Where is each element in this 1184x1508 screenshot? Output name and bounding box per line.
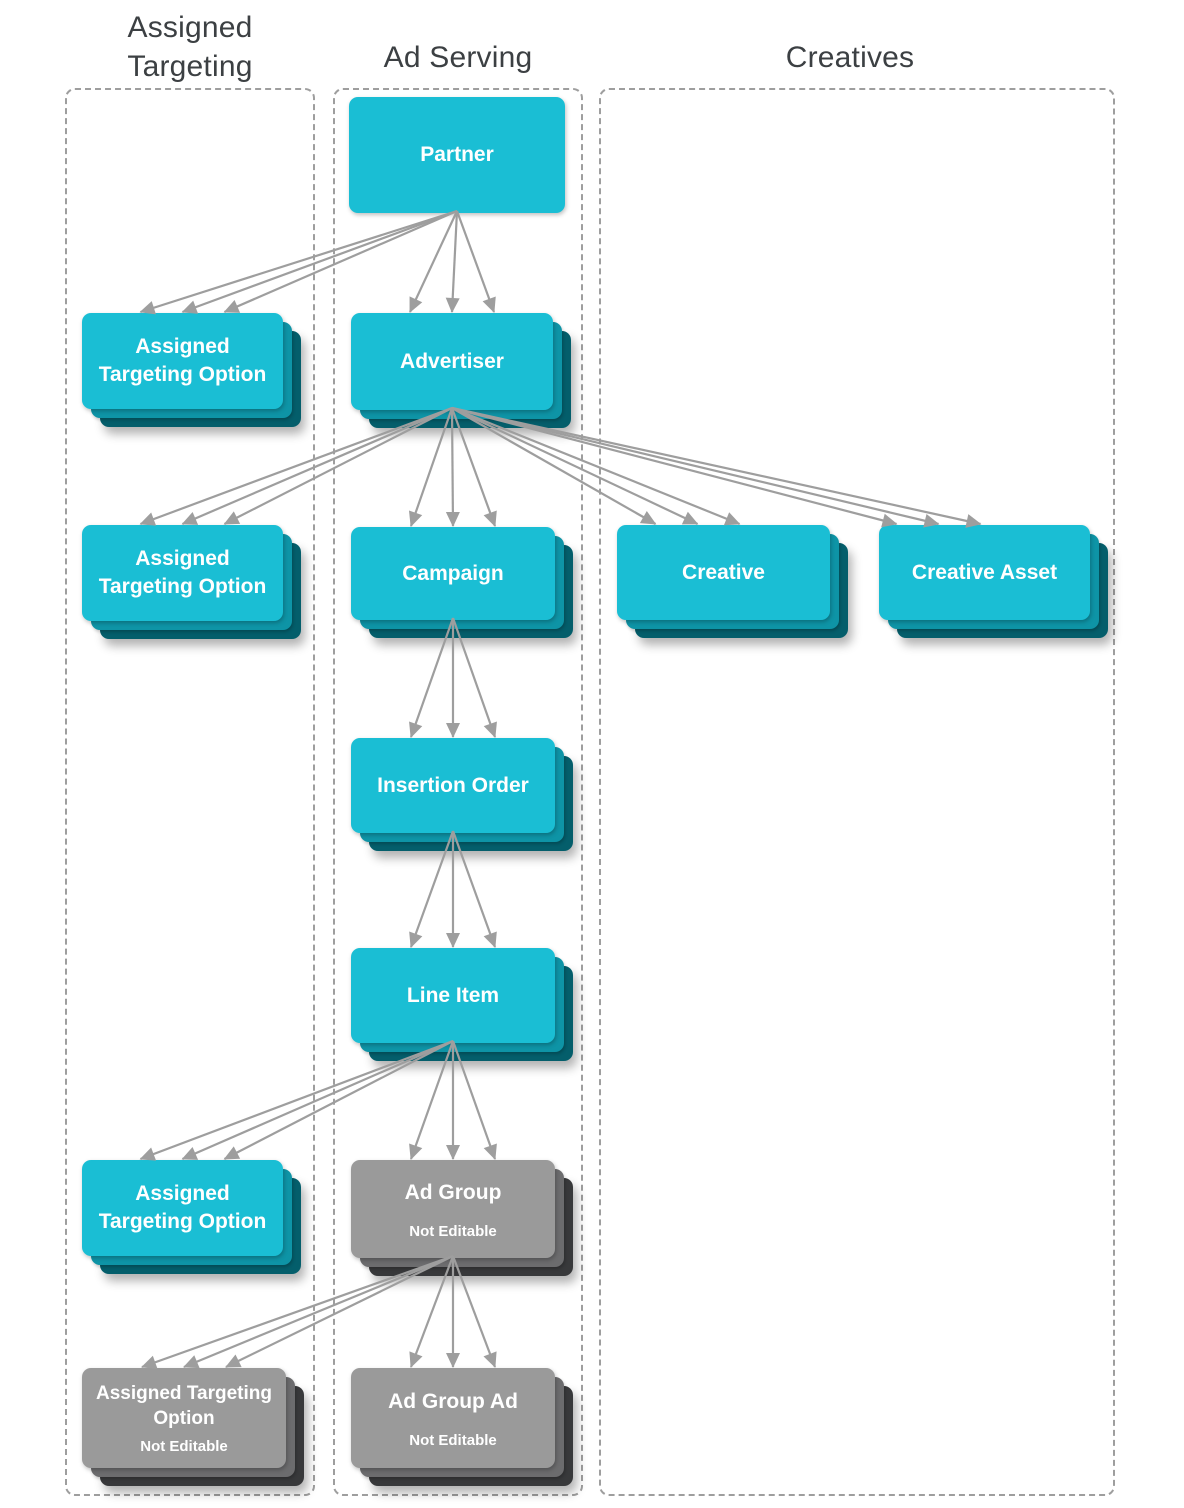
node-box: Ad Group Not Editable [351, 1160, 555, 1258]
column-region-assigned-targeting [65, 88, 315, 1496]
column-region-ad-serving [333, 88, 583, 1496]
node-box: Assigned Targeting Option [82, 525, 283, 621]
node-label: Partner [420, 143, 494, 166]
node-label: Insertion Order [377, 773, 529, 797]
node-label: Assigned Targeting Option [98, 547, 267, 598]
node-label: Ad Group Ad [388, 1389, 518, 1413]
node-ad-group: Ad Group Not Editable [351, 1160, 573, 1276]
node-insertion-order: Insertion Order [351, 738, 573, 851]
column-header-assigned-targeting: Assigned Targeting [127, 11, 253, 83]
node-box: Campaign [351, 527, 555, 620]
node-label: Line Item [406, 983, 500, 1007]
node-assigned-targeting-option-1: Assigned Targeting Option [82, 313, 301, 427]
node-creative: Creative [617, 525, 848, 638]
node-box: Creative Asset [879, 525, 1090, 620]
node-label: Advertiser [400, 349, 504, 373]
node-box: Insertion Order [351, 738, 555, 833]
node-creative-asset: Creative Asset [879, 525, 1108, 638]
node-label: Campaign [402, 561, 504, 585]
node-box: Assigned Targeting Option [82, 1160, 283, 1256]
column-header-ad-serving: Ad Serving [383, 41, 533, 74]
node-box: Assigned Targeting Option [82, 313, 283, 409]
node-ad-group-ad: Ad Group Ad Not Editable [351, 1368, 573, 1486]
node-box: Assigned Targeting Option Not Editable [82, 1368, 286, 1468]
node-box: Partner [349, 97, 565, 213]
column-header-creatives: Creatives [785, 41, 915, 74]
node-box: Ad Group Ad Not Editable [351, 1368, 555, 1468]
node-label: Creative [682, 560, 765, 584]
node-advertiser: Advertiser [351, 313, 571, 428]
node-assigned-targeting-option-3: Assigned Targeting Option [82, 1160, 301, 1274]
node-assigned-targeting-option-4: Assigned Targeting Option Not Editable [82, 1368, 304, 1486]
node-assigned-targeting-option-2: Assigned Targeting Option [82, 525, 301, 639]
node-label: Assigned Targeting Option [98, 335, 267, 386]
node-label: Creative Asset [911, 560, 1058, 584]
node-box: Line Item [351, 948, 555, 1043]
node-label: Ad Group [404, 1180, 502, 1204]
node-sublabel: Not Editable [409, 1431, 497, 1449]
node-line-item: Line Item [351, 948, 573, 1061]
node-box: Advertiser [351, 313, 553, 410]
node-campaign: Campaign [351, 527, 573, 638]
node-label: Assigned Targeting Option [98, 1182, 267, 1233]
node-sublabel: Not Editable [409, 1222, 497, 1240]
column-region-creatives [599, 88, 1115, 1496]
node-label: Assigned Targeting Option [96, 1383, 272, 1429]
node-partner: Partner [349, 97, 565, 213]
node-box: Creative [617, 525, 830, 620]
node-sublabel: Not Editable [140, 1438, 228, 1455]
